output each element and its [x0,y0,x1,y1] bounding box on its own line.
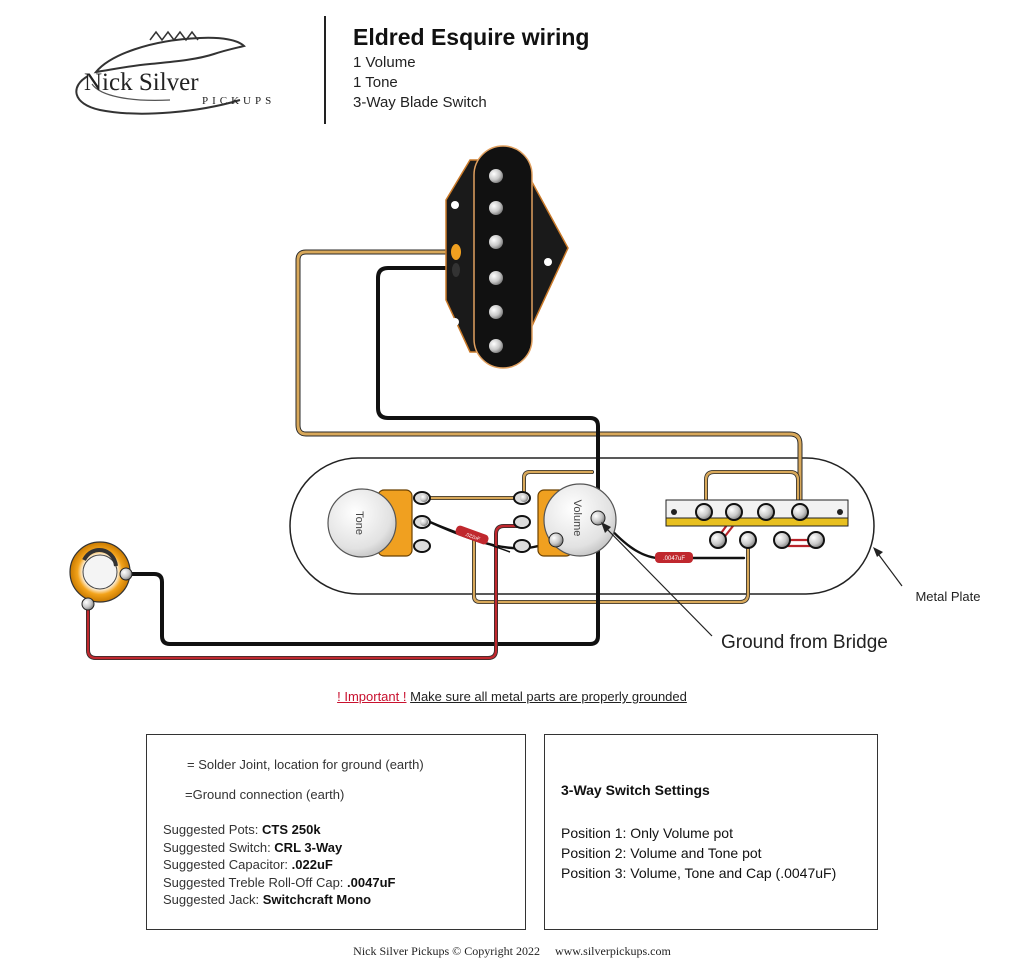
grounding-warning: ! Important ! Make sure all metal parts … [0,689,1024,704]
pickup-pole-pieces [489,169,503,353]
tone-pot-label: Tone [353,511,365,535]
logo-brand-text: Nick Silver [84,69,199,96]
tone-pot: Tone [327,488,431,558]
wires [86,249,816,660]
treble-capacitor: .0047uF [655,552,693,563]
volume-pot: Volume [513,483,617,557]
switch-settings-title: 3-Way Switch Settings [561,782,710,798]
switch-position-3: Position 3: Volume, Tone and Cap (.0047u… [561,865,837,881]
annotations: Metal Plate Ground from Bridge [601,522,981,653]
bridge-pickup [445,145,569,369]
page-title: Eldred Esquire wiring [353,24,590,50]
spec-line-2: 1 Tone [353,74,398,91]
warning-message: Make sure all metal parts are properly g… [410,689,687,704]
switch-position-1: Position 1: Only Volume pot [561,825,733,841]
legend-box: = Solder Joint, location for ground (ear… [146,734,526,930]
logo-sub-text: PICKUPS [202,95,275,107]
output-jack [69,541,133,611]
warning-important: ! Important ! [337,689,407,704]
switch-lugs-bottom [709,531,825,549]
header-divider [324,16,326,124]
footer: Nick Silver Pickups © Copyright 2022 www… [0,944,1024,959]
switch-settings-box: 3-Way Switch Settings Position 1: Only V… [544,734,878,930]
logo-iguana [93,36,246,74]
suggested-jack: Suggested Jack: Switchcraft Mono [163,892,372,907]
suggested-capacitor: Suggested Capacitor: .022uF [163,857,333,872]
suggested-switch: Suggested Switch: CRL 3-Way [163,839,343,855]
volume-pot-label: Volume [571,500,583,537]
logo: Nick Silver PICKUPS [75,30,275,115]
suggested-parts: Suggested Pots: CTS 250k Suggested Switc… [163,821,395,909]
spec-line-3: 3-Way Blade Switch [353,94,487,111]
suggested-treble-cap: Suggested Treble Roll-Off Cap: .0047uF [163,874,396,890]
blade-switch [665,499,849,549]
spec-line-1: 1 Volume [353,54,416,71]
footer-website[interactable]: www.silverpickups.com [554,944,671,958]
legend-solder-joint: = Solder Joint, location for ground (ear… [187,757,424,772]
suggested-pots: Suggested Pots: CTS 250k [163,822,321,837]
legend-ground-connection: =Ground connection (earth) [185,787,345,802]
switch-lugs-top [695,503,809,521]
footer-copyright: Nick Silver Pickups © Copyright 2022 [353,944,540,958]
metal-plate-label: Metal Plate [915,589,980,604]
tone-cap-label: .022uF [464,532,481,543]
treble-cap-label: .0047uF [663,556,685,562]
switch-settings-list: Position 1: Only Volume pot Position 2: … [561,823,836,883]
ground-from-bridge-label: Ground from Bridge [721,632,888,653]
switch-position-2: Position 2: Volume and Tone pot [561,845,762,861]
header: Eldred Esquire wiring 1 Volume 1 Tone 3-… [353,24,589,113]
tone-capacitor: .022uF [429,521,511,553]
